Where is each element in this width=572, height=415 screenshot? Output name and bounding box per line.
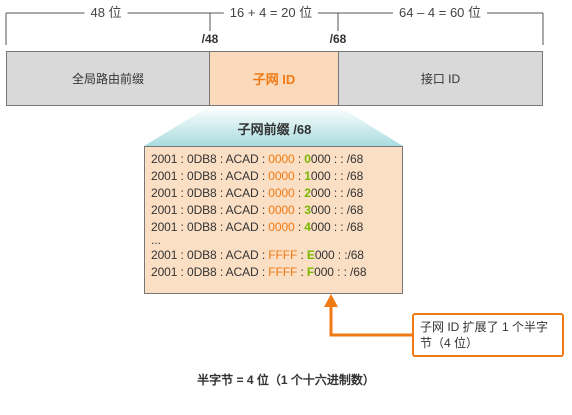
row-nibble: E — [306, 248, 315, 262]
row-prefix: 2001 : 0DB8 : ACAD : — [151, 265, 269, 279]
interface-id-segment: 接口 ID — [338, 51, 543, 106]
subnet-row: 2001 : 0DB8 : ACAD : FFFF : F000 : : /68 — [151, 264, 402, 281]
row-rest: 000 : :/68 — [314, 248, 364, 262]
bits-subnet-label: 16 + 4 = 20 位 — [223, 3, 319, 23]
subnet-row: 2001 : 0DB8 : ACAD : 0000 : 4000 : : /68 — [151, 219, 402, 236]
row-hex: 0000 — [268, 203, 295, 217]
subnet-row: 2001 : 0DB8 : ACAD : FFFF : E000 : :/68 — [151, 247, 402, 264]
row-rest: 000 : : /68 — [310, 203, 364, 217]
row-sep: : — [297, 265, 307, 279]
subnet-id-segment: 子网 ID — [210, 51, 338, 106]
global-routing-prefix-label: 全局路由前缀 — [71, 72, 144, 86]
row-hex: 0000 — [268, 152, 295, 166]
row-sep: : — [294, 169, 305, 183]
row-nibble: F — [306, 265, 315, 279]
row-prefix: 2001 : 0DB8 : ACAD : — [151, 248, 269, 262]
subnet-row: 2001 : 0DB8 : ACAD : 0000 : 3000 : : /68 — [151, 202, 402, 219]
row-hex: FFFF — [268, 265, 298, 279]
row-nibble: 0 — [304, 152, 311, 166]
row-prefix: 2001 : 0DB8 : ACAD : — [151, 152, 269, 166]
row-sep: : — [297, 248, 307, 262]
global-routing-prefix-segment: 全局路由前缀 — [6, 51, 210, 106]
subnet-list: 2001 : 0DB8 : ACAD : 0000 : 0000 : : /68… — [144, 146, 403, 294]
prefix-mark-68: /68 — [329, 32, 347, 46]
row-sep: : — [294, 203, 305, 217]
row-hex: 0000 — [268, 186, 295, 200]
row-hex: 0000 — [268, 169, 295, 183]
row-nibble: 2 — [304, 186, 311, 200]
nibble-callout: 子网 ID 扩展了 1 个半字节（4 位） — [412, 313, 564, 357]
row-nibble: 1 — [304, 169, 311, 183]
row-prefix: 2001 : 0DB8 : ACAD : — [151, 220, 269, 234]
row-prefix: 2001 : 0DB8 : ACAD : — [151, 169, 269, 183]
row-sep: : — [294, 220, 305, 234]
row-nibble: 3 — [304, 203, 311, 217]
row-rest: 000 : : /68 — [310, 152, 364, 166]
zoom-trapezoid — [144, 106, 403, 146]
subnet-row: 2001 : 0DB8 : ACAD : 0000 : 1000 : : /68 — [151, 168, 402, 185]
list-ellipsis: ... — [151, 233, 161, 247]
row-rest: 000 : : /68 — [314, 265, 367, 279]
row-sep: : — [294, 152, 305, 166]
row-sep: : — [294, 186, 305, 200]
row-prefix: 2001 : 0DB8 : ACAD : — [151, 186, 269, 200]
row-rest: 000 : : /68 — [310, 220, 364, 234]
subnet-id-label: 子网 ID — [252, 72, 296, 87]
row-prefix: 2001 : 0DB8 : ACAD : — [151, 203, 269, 217]
subnet-row: 2001 : 0DB8 : ACAD : 0000 : 0000 : : /68 — [151, 151, 402, 168]
callout-arrow — [329, 305, 412, 337]
subnet-prefix-title: 子网前缀 /68 — [237, 122, 312, 137]
row-hex: FFFF — [268, 248, 298, 262]
bits-interface-label: 64 – 4 = 60 位 — [392, 3, 488, 23]
nibble-footnote: 半字节 = 4 位（1 个十六进制数） — [197, 373, 375, 387]
row-rest: 000 : : /68 — [310, 169, 364, 183]
row-nibble: 4 — [304, 220, 311, 234]
row-rest: 000 : : /68 — [310, 186, 364, 200]
bits-global-label: 48 位 — [84, 3, 128, 23]
prefix-mark-48: /48 — [201, 32, 219, 46]
interface-id-label: 接口 ID — [420, 72, 461, 86]
row-hex: 0000 — [268, 220, 295, 234]
subnet-row: 2001 : 0DB8 : ACAD : 0000 : 2000 : : /68 — [151, 185, 402, 202]
